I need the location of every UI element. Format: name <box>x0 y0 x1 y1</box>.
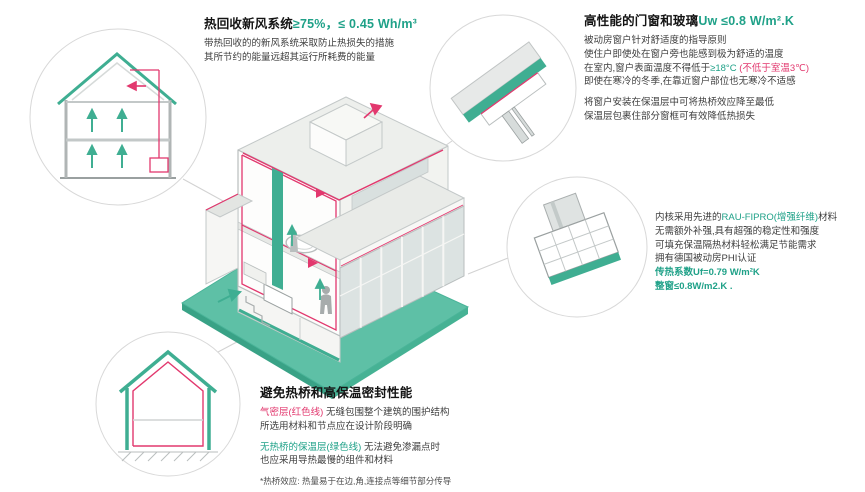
ventilation-title-text: 热回收新风系统 <box>204 17 293 31</box>
windows-p1-line2: 使住户即使处在窗户旁也能感到极为舒适的温度 <box>584 48 784 60</box>
thermal-airtight-line: 气密层(红色线) 无缝包围整个建筑的围护结构 <box>260 406 590 420</box>
basement-cutaway <box>237 285 341 363</box>
glass-pavilion <box>294 157 466 339</box>
profile-line1: 内核采用先进的RAU-FIPRO(增强纤维)材料 <box>655 211 863 225</box>
fresh-air-intake-arrow <box>217 288 243 303</box>
ventilation-title: 热回收新风系统≥75%，≤ 0.45 Wh/m³ <box>204 15 466 33</box>
airtight-text: 无缝包围整个建筑的围护结构 <box>323 407 450 419</box>
airtight-roof-line <box>242 149 444 201</box>
windows-p2-line2: 保温层包裹住部分窗框可有效降低热损失 <box>584 110 756 122</box>
profile-u-window: 整窗≤0.8W/m2.K . <box>655 280 733 292</box>
callout-circle-profile <box>506 176 648 318</box>
callout-circle-window-detail <box>429 14 577 162</box>
glazing-pane <box>501 110 530 144</box>
roof-penthouse <box>308 103 384 167</box>
thermal-insulation-line: 无热桥的保温层(绿色线) 无法避免渗漏点时 <box>260 441 590 455</box>
insulation-label: 无热桥的保温层(绿色线) <box>260 441 362 453</box>
person-figure-downstairs <box>320 286 332 314</box>
supply-air-arrows <box>86 107 128 168</box>
hvac-unit <box>263 283 293 315</box>
windows-temp-value: ≥18°C <box>710 62 740 74</box>
profile-line3: 可填充保温隔热材料轻松满足节能需求 <box>655 239 817 251</box>
airtight-label: 气密层(红色线) <box>260 407 324 419</box>
windows-title: 高性能的门窗和玻璃Uw ≤0.8 W/m².K <box>584 12 862 30</box>
basement-stairs <box>245 296 271 327</box>
profile-line1-post: 材料 <box>818 212 838 223</box>
profile-u-frame: 传热系数Uf=0.79 W/m²K <box>655 267 760 279</box>
airtight-section-line <box>241 154 337 332</box>
thermal-insulation-line2: 也应采用导热最慢的组件和材料 <box>260 455 394 467</box>
profile-line2: 无需额外补强,具有超强的稳定性和强度 <box>655 225 820 237</box>
gasket-strip <box>548 252 622 286</box>
windows-p1-line4: 即使在寒冷的冬季,在靠近窗户部位也无寒冷不适感 <box>584 76 796 88</box>
airflow-arrows-red <box>308 188 326 268</box>
ribbon-window <box>351 157 429 211</box>
windows-p1-line3: 在室内,窗户表面温度不得低于≥18°C (不低于室温3℃) <box>584 62 862 76</box>
exterior-arrows <box>217 102 383 303</box>
kitchen-counter <box>243 261 267 286</box>
profile-line1-pre: 内核采用先进的 <box>655 212 722 223</box>
ventilation-body-line2: 其所节约的能量远超其运行所耗费的能量 <box>204 51 376 63</box>
callout-circle-thermal <box>95 331 241 477</box>
profile-brand: RAU-FIPRO(增强纤维) <box>721 212 819 223</box>
ventilation-body-line1: 带热回收的的新风系统采取防止热损失的措施 <box>204 38 395 50</box>
callout-windows: 高性能的门窗和玻璃Uw ≤0.8 W/m².K 被动房窗户针对舒适度的指导原则 … <box>584 12 862 124</box>
airtight-line-red <box>132 361 204 447</box>
windows-temp-note: (不低于室温3℃) <box>739 62 810 74</box>
callout-thermal: 避免热桥和高保温密封性能 气密层(红色线) 无缝包围整个建筑的围护结构 所选用材… <box>260 384 590 488</box>
insulation-layer <box>462 58 547 123</box>
windows-title-text: 高性能的门窗和玻璃 <box>584 14 699 28</box>
profile-line4: 拥有德国被动房PHI认证 <box>655 253 757 265</box>
windows-p1-line1: 被动房窗户针对舒适度的指导原则 <box>584 35 727 47</box>
callout-profile: 内核采用先进的RAU-FIPRO(增强纤维)材料 无需额外补强,具有超强的稳定性… <box>655 211 863 294</box>
windows-title-value: Uw ≤0.8 W/m².K <box>698 14 795 28</box>
windows-p2-line1: 将窗户安装在保温层中可将热桥效应降至最低 <box>584 97 775 109</box>
insulation-line-green <box>118 349 218 394</box>
foundation-hatch <box>118 451 218 462</box>
insulation-text: 无法避免渗漏点时 <box>361 441 440 453</box>
callout-circle-ventilation <box>29 28 207 206</box>
exhaust-air-arrow <box>363 102 383 119</box>
left-annex <box>204 193 254 285</box>
windows-temp-pre: 在室内,窗户表面温度不得低于 <box>584 62 711 74</box>
heat-recovery-unit <box>149 157 169 173</box>
ventilation-duct <box>272 168 283 290</box>
thermal-airtight-line2: 所选用材料和节点应在设计阶段明确 <box>260 420 413 432</box>
thermal-title: 避免热桥和高保温密封性能 <box>260 386 413 400</box>
thermal-footnote: *热桥效应: 热量易于在边,角,连接点等细节部分传导 <box>260 476 452 487</box>
airflow-arrows-teal <box>286 223 326 300</box>
ventilation-title-value: ≥75%，≤ 0.45 Wh/m³ <box>292 17 418 31</box>
exhaust-arrow <box>126 80 146 92</box>
callout-ventilation: 热回收新风系统≥75%，≤ 0.45 Wh/m³ 带热回收的的新风系统采取防止热… <box>204 15 466 65</box>
insulated-roof-line <box>57 52 177 106</box>
